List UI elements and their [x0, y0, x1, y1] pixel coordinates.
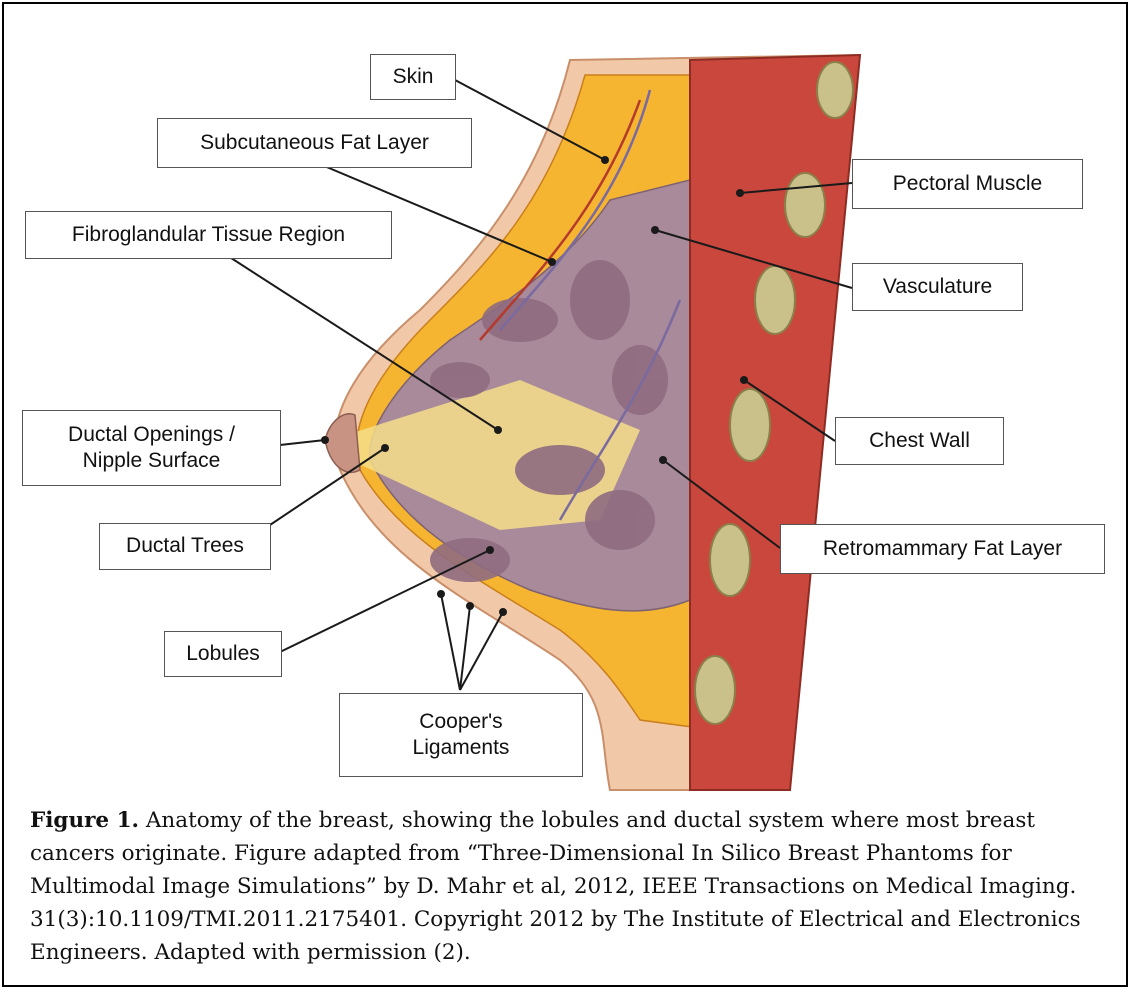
label-chest-wall: Chest Wall — [835, 417, 1004, 465]
label-ductal-trees: Ductal Trees — [99, 523, 271, 570]
label-vasculature: Vasculature — [852, 263, 1023, 311]
label-skin: Skin — [370, 54, 456, 100]
label-coopers-ligaments: Cooper's Ligaments — [339, 693, 583, 777]
label-fibroglandular: Fibroglandular Tissue Region — [25, 211, 392, 259]
label-retromammary-fat: Retromammary Fat Layer — [780, 524, 1105, 574]
label-subcutaneous-fat: Subcutaneous Fat Layer — [157, 118, 472, 168]
figure-number: Figure 1. — [30, 808, 139, 833]
label-ductal-openings: Ductal Openings / Nipple Surface — [22, 410, 281, 486]
nipple — [325, 414, 360, 473]
figure-caption: Figure 1. Anatomy of the breast, showing… — [30, 804, 1110, 969]
caption-text: Anatomy of the breast, showing the lobul… — [30, 808, 1081, 965]
label-lobules: Lobules — [164, 631, 282, 677]
label-pectoral-muscle: Pectoral Muscle — [852, 159, 1083, 209]
